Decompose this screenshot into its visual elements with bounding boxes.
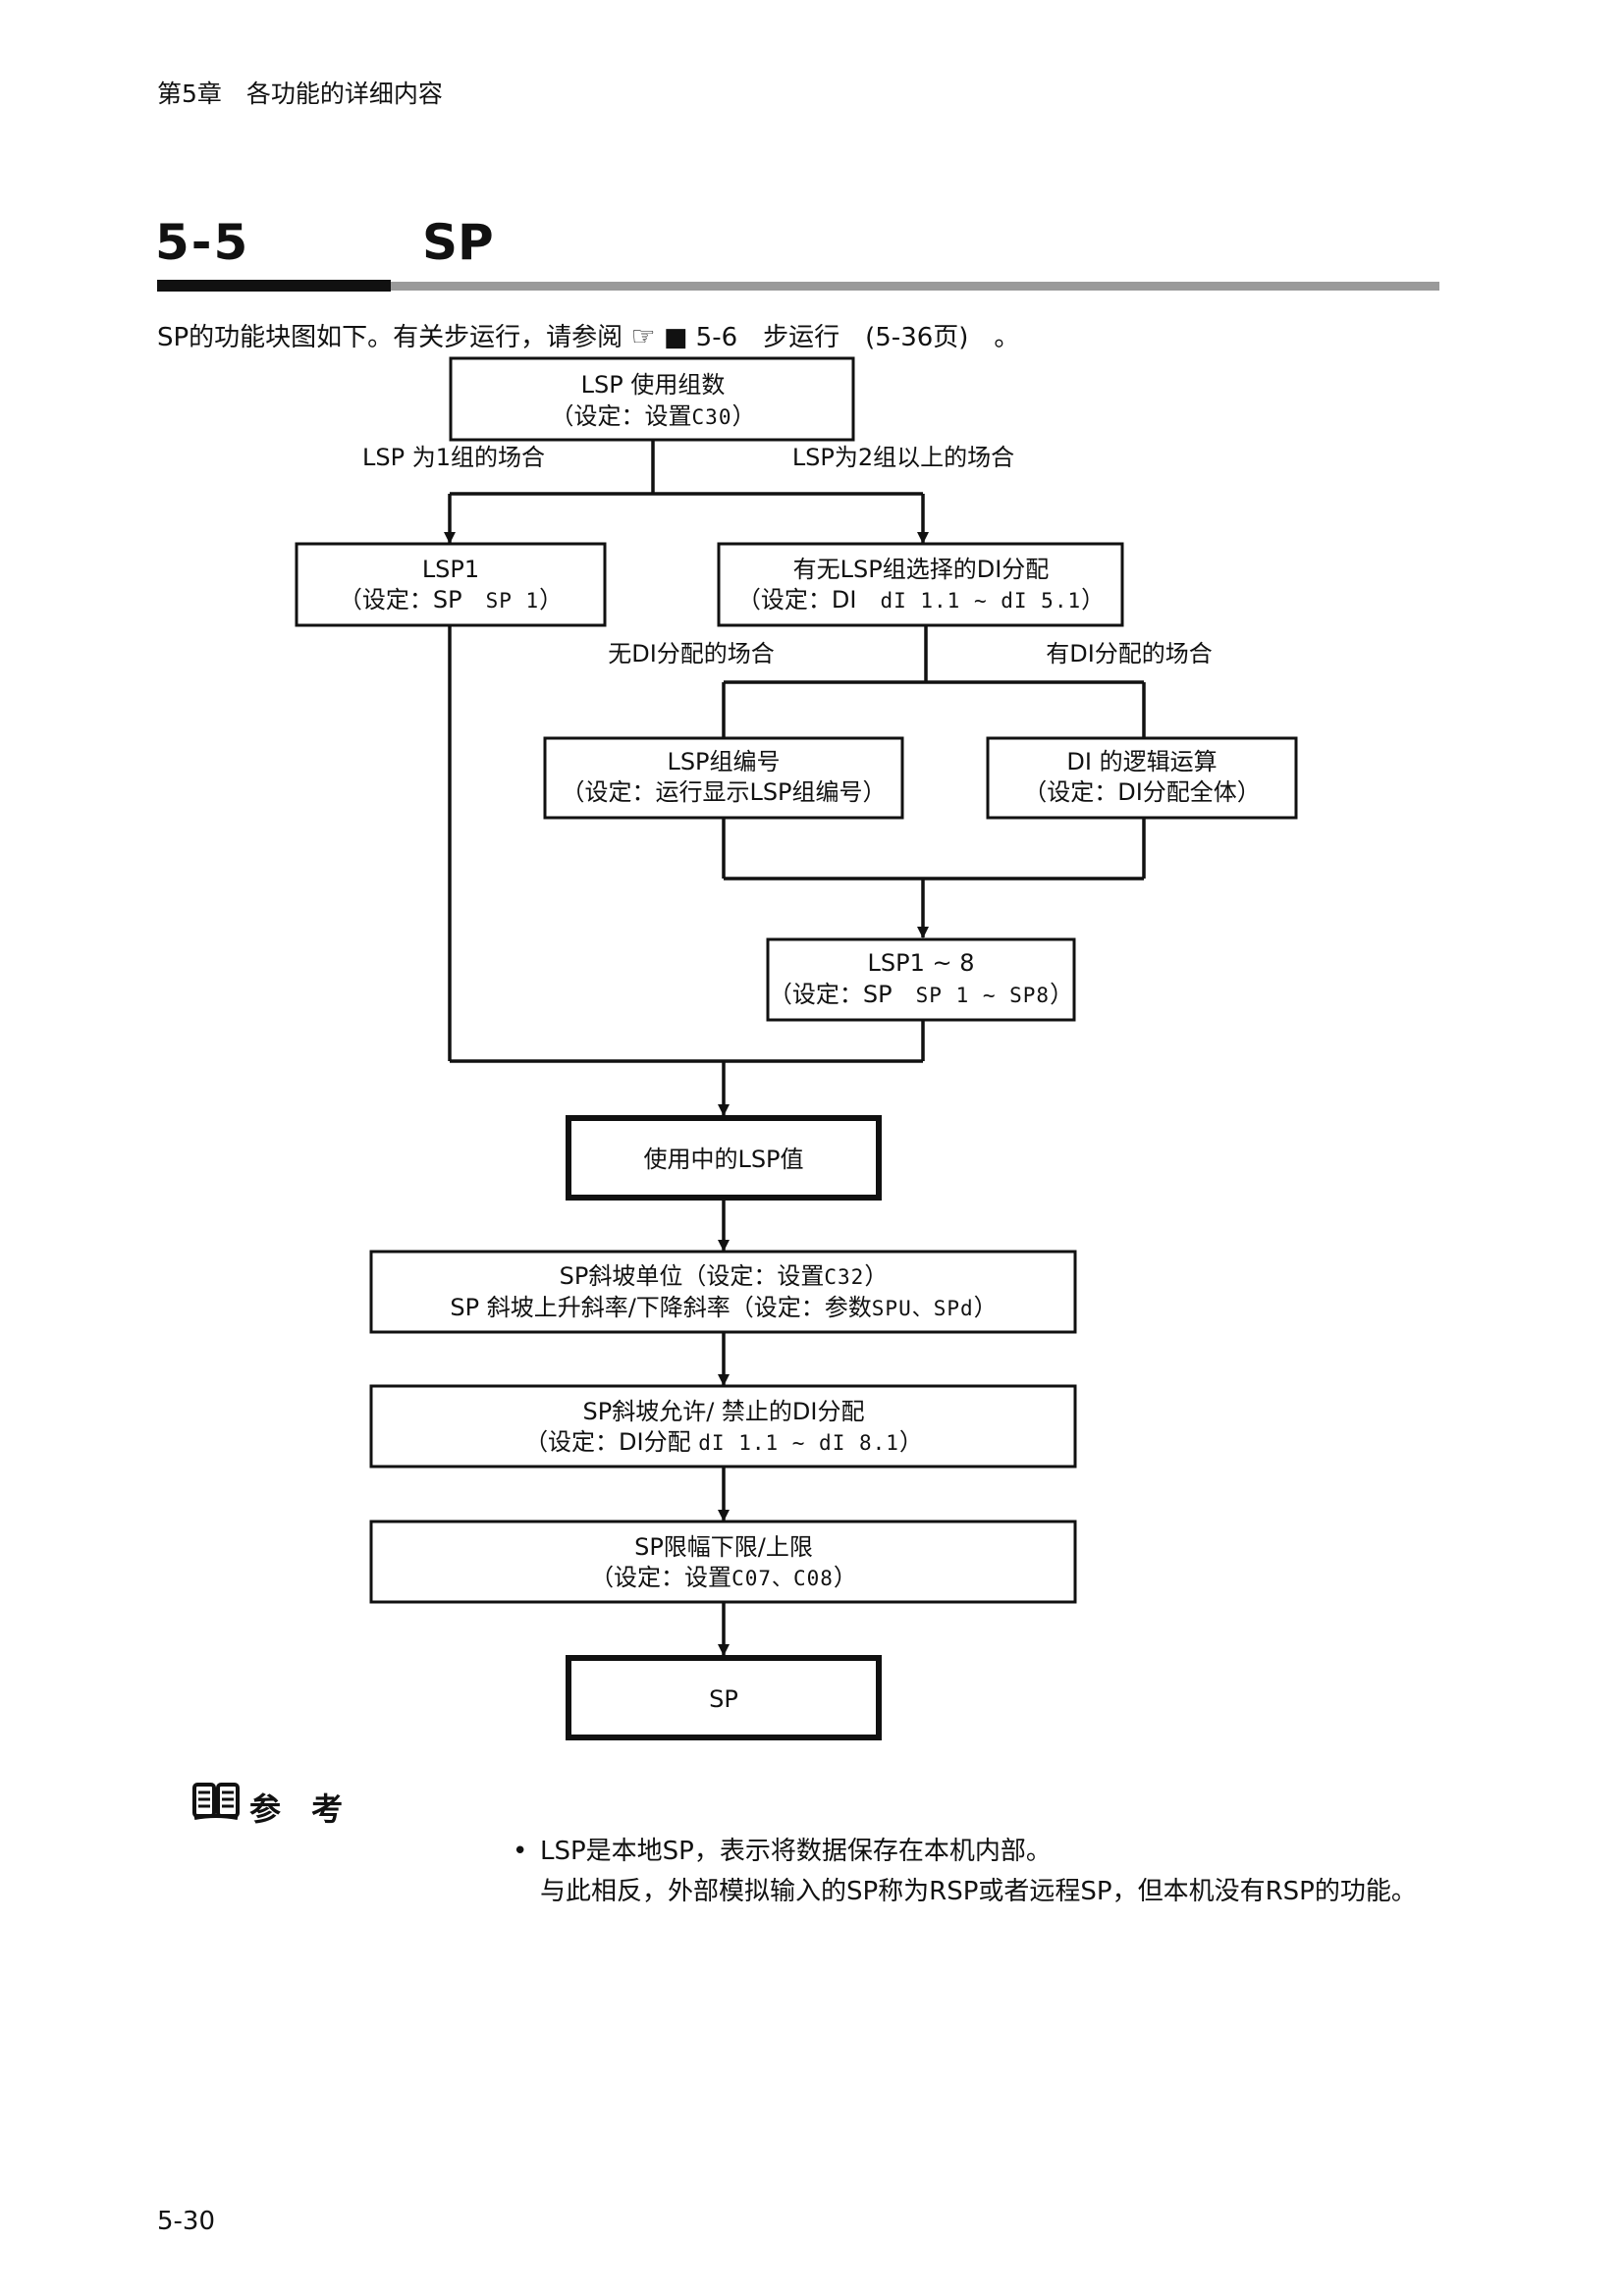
reference-line-2: 与此相反，外部模拟输入的SP称为RSP或者远程SP，但本机没有RSP的功能。 bbox=[540, 1877, 1417, 1906]
di-assign-setting: （设定：DI dI 1.1 ~ dI 5.1） bbox=[737, 586, 1105, 614]
sp-limit-setting: （设定：设置C07、C08） bbox=[590, 1564, 857, 1591]
di-assign-title: 有无LSP组选择的DI分配 bbox=[793, 556, 1050, 583]
lsp1-setting: （设定：SP SP 1） bbox=[339, 586, 563, 614]
di-logic-setting: （设定：DI分配全体） bbox=[1023, 778, 1261, 806]
lsp1-8-setting: （设定：SP SP 1 ~ SP8） bbox=[769, 981, 1073, 1008]
connector-lines bbox=[444, 440, 1146, 1656]
box-di-logic bbox=[986, 736, 1298, 820]
lsp-group-no-title: LSP组编号 bbox=[667, 748, 780, 775]
intro-cross-reference[interactable]: ■ 5-6 步运行 (5-36页) 。 bbox=[663, 323, 1020, 352]
box-lsp-group-no bbox=[543, 736, 904, 820]
section-rule-dark bbox=[157, 280, 391, 292]
branch-no-di-label: 无DI分配的场合 bbox=[608, 640, 775, 667]
ramp-unit-line1: SP斜坡单位（设定：设置C32） bbox=[560, 1262, 889, 1290]
box-lsp1 bbox=[295, 542, 607, 627]
page-number: 5-30 bbox=[157, 2207, 216, 2236]
reference-bullet: • bbox=[513, 1837, 528, 1866]
lsp-group-no-setting: （设定：运行显示LSP组编号） bbox=[561, 778, 886, 806]
flow-boxes bbox=[295, 356, 1298, 1740]
box-di-assign bbox=[717, 542, 1124, 627]
ramp-di-title: SP斜坡允许/ 禁止的DI分配 bbox=[583, 1398, 865, 1425]
chapter-number: 第5章 bbox=[157, 80, 222, 108]
intro-text: SP的功能块图如下。有关步运行，请参阅 bbox=[157, 323, 623, 352]
branch-single-label: LSP 为1组的场合 bbox=[362, 444, 545, 471]
intro-paragraph: SP的功能块图如下。有关步运行，请参阅 ☞ ■ 5-6 步运行 (5-36页) … bbox=[157, 317, 1019, 353]
box-sp-out bbox=[566, 1655, 882, 1740]
section-number: 5-5 bbox=[155, 214, 250, 271]
pointing-hand-icon: ☞ bbox=[630, 320, 656, 352]
sp-limit-title: SP限幅下限/上限 bbox=[634, 1533, 813, 1561]
chapter-title: 各功能的详细内容 bbox=[245, 80, 443, 108]
lsp-groups-title: LSP 使用组数 bbox=[581, 371, 726, 399]
lsp-groups-setting: （设定：设置C30） bbox=[551, 402, 756, 430]
book-icon bbox=[192, 1783, 240, 1820]
box-ramp-unit bbox=[369, 1250, 1077, 1334]
box-lsp-in-use bbox=[566, 1115, 882, 1201]
sp-out-label: SP bbox=[709, 1685, 738, 1713]
section-title: SP bbox=[422, 214, 494, 271]
sp-function-block-diagram: LSP 使用组数 （设定：设置C30） LSP 为1组的场合 LSP为2组以上的… bbox=[295, 356, 1298, 1740]
box-ramp-di bbox=[369, 1384, 1077, 1468]
ramp-di-setting: （设定：DI分配 dI 1.1 ~ dI 8.1） bbox=[524, 1428, 923, 1456]
section-rule-light bbox=[391, 282, 1439, 291]
lsp1-8-title: LSP1 ~ 8 bbox=[868, 949, 975, 977]
reference-title: 参 考 bbox=[249, 1790, 353, 1828]
box-sp-limit bbox=[369, 1520, 1077, 1604]
reference-line-1: LSP是本地SP，表示将数据保存在本机内部。 bbox=[540, 1837, 1052, 1866]
reference-note: • LSP是本地SP，表示将数据保存在本机内部。 与此相反，外部模拟输入的SP称… bbox=[513, 1832, 1435, 1912]
branch-multi-label: LSP为2组以上的场合 bbox=[792, 444, 1014, 471]
di-logic-title: DI 的逻辑运算 bbox=[1066, 748, 1217, 775]
ramp-unit-line2: SP 斜坡上升斜率/下降斜率（设定：参数SPU、SPd） bbox=[450, 1294, 997, 1321]
box-lsp-groups bbox=[449, 356, 855, 442]
running-header: 第5章 各功能的详细内容 bbox=[157, 75, 443, 110]
lsp-in-use-label: 使用中的LSP值 bbox=[643, 1146, 803, 1173]
lsp1-title: LSP1 bbox=[422, 556, 479, 583]
box-lsp1-8 bbox=[766, 937, 1076, 1022]
branch-has-di-label: 有DI分配的场合 bbox=[1046, 640, 1213, 667]
